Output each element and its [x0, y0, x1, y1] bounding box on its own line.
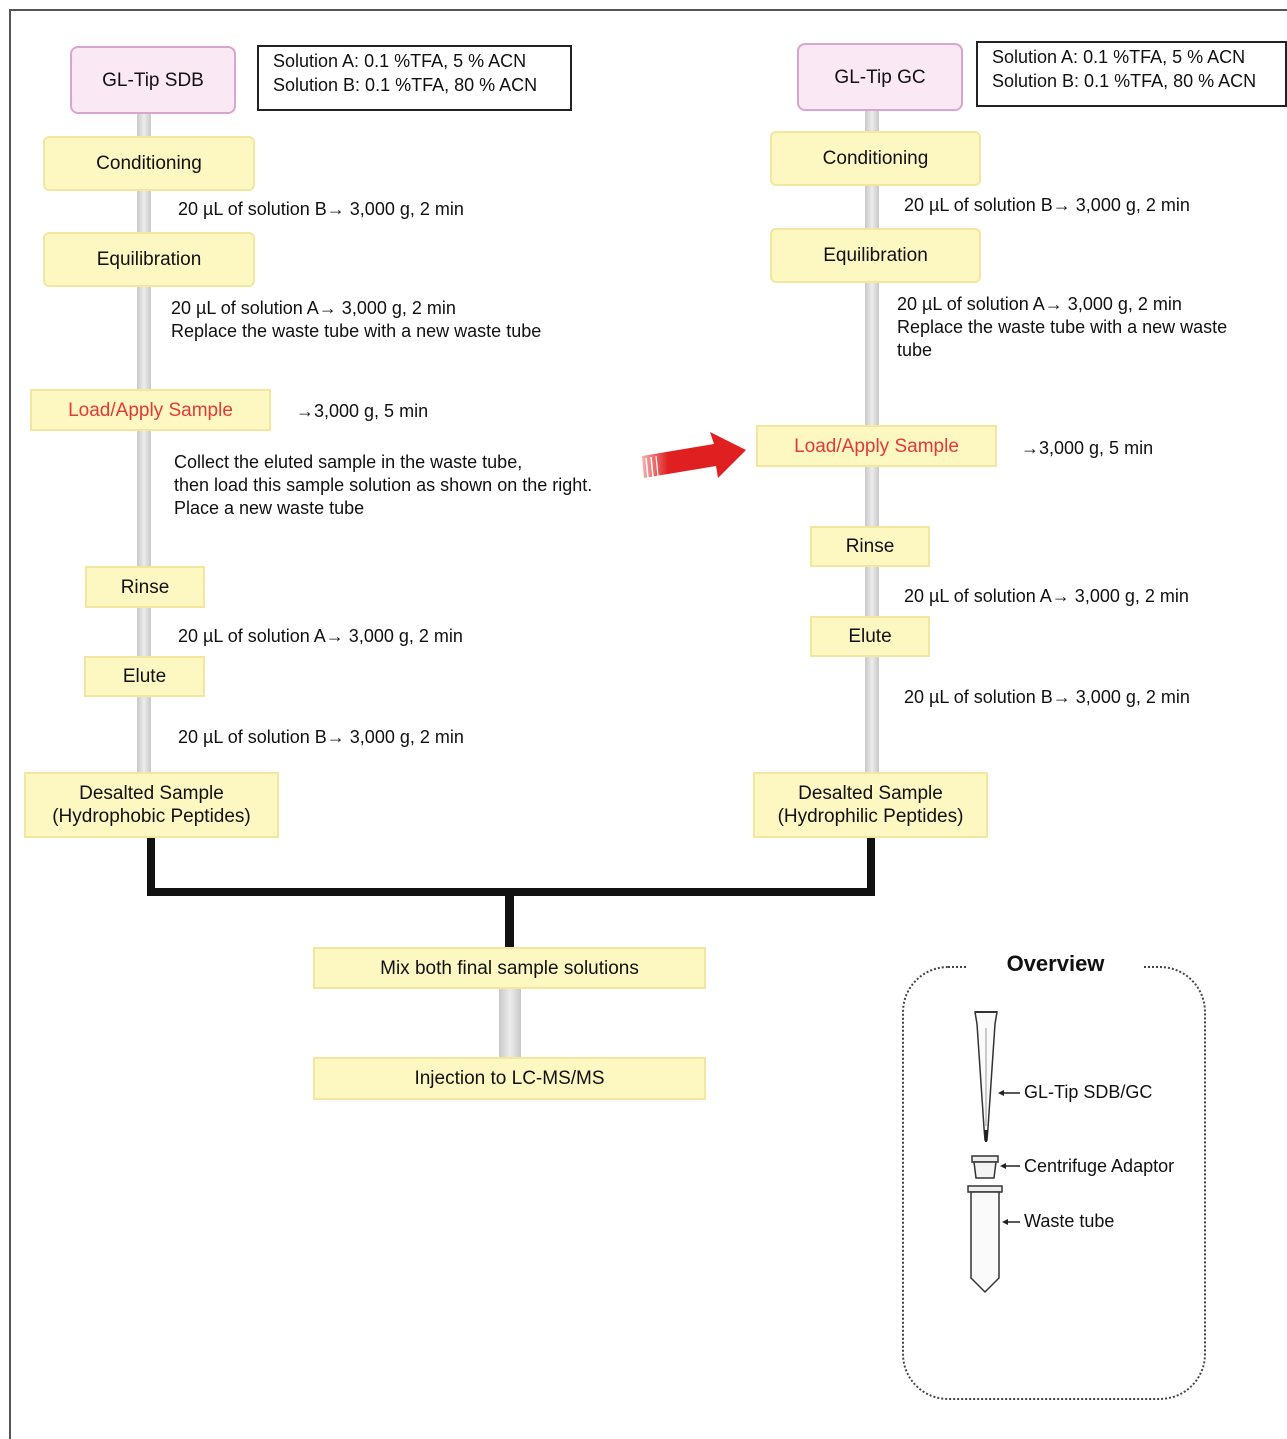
left-load-note: →3,000 g, 5 min: [296, 401, 429, 421]
left-elute-box: Elute: [84, 656, 205, 697]
tip-pointer-icon: [998, 1090, 1020, 1096]
overview-waste-label: Waste tube: [1024, 1211, 1115, 1231]
right-tip-box: GL-Tip GC: [797, 43, 963, 111]
left-elute-label: Elute: [122, 666, 167, 687]
overview-adaptor-label: Centrifuge Adaptor: [1024, 1156, 1175, 1176]
left-collect-note-1: Collect the eluted sample in the waste t…: [174, 452, 523, 472]
left-conditioning-label: Conditioning: [96, 153, 202, 174]
right-load-box: Load/Apply Sample: [756, 425, 997, 467]
right-rinse-note: 20 µL of solution A→ 3,000 g, 2 min: [904, 586, 1189, 606]
left-rinse-box: Rinse: [85, 566, 205, 608]
left-collect-note-2: then load this sample solution as shown …: [174, 475, 593, 495]
right-equilibration-note-2: Replace the waste tube with a new waste: [897, 317, 1228, 337]
right-desalted-label-2: (Hydrophilic Peptides): [777, 806, 964, 827]
left-collect-note-3: Place a new waste tube: [174, 498, 365, 518]
left-elute-note: 20 µL of solution B→ 3,000 g, 2 min: [178, 727, 464, 747]
left-load-box: Load/Apply Sample: [30, 389, 271, 431]
left-solutions-box: Solution A: 0.1 %TFA, 5 % ACN Solution B…: [257, 45, 572, 111]
overview-tip-label: GL-Tip SDB/GC: [1024, 1082, 1153, 1102]
left-equilibration-label: Equilibration: [96, 249, 202, 270]
left-rinse-label: Rinse: [120, 576, 170, 598]
right-elute-note: 20 µL of solution B→ 3,000 g, 2 min: [904, 687, 1190, 707]
right-solution-b: Solution B: 0.1 %TFA, 80 % ACN: [992, 71, 1257, 91]
left-equilibration-note-1: 20 µL of solution A→ 3,000 g, 2 min: [171, 298, 456, 318]
right-equilibration-note-1: 20 µL of solution A→ 3,000 g, 2 min: [897, 294, 1182, 314]
mix-to-injection-bar: [499, 989, 521, 1057]
overview-title: Overview: [968, 950, 1143, 978]
right-tip-label: GL-Tip GC: [834, 66, 926, 88]
right-solution-a: Solution A: 0.1 %TFA, 5 % ACN: [992, 47, 1246, 67]
left-desalted-label-2: (Hydrophobic Peptides): [52, 806, 251, 827]
left-solution-b: Solution B: 0.1 %TFA, 80 % ACN: [273, 75, 538, 95]
right-elute-label: Elute: [848, 626, 892, 647]
right-conditioning-label: Conditioning: [822, 148, 929, 169]
left-merge-vertical: [147, 838, 155, 896]
left-tip-box: GL-Tip SDB: [70, 46, 236, 114]
right-load-note: →3,000 g, 5 min: [1021, 438, 1154, 458]
left-load-label: Load/Apply Sample: [68, 399, 233, 421]
left-conditioning-box: Conditioning: [43, 136, 255, 191]
left-tip-label: GL-Tip SDB: [102, 69, 204, 91]
right-desalted-box: Desalted Sample (Hydrophilic Peptides): [753, 772, 988, 838]
left-equilibration-box: Equilibration: [43, 232, 255, 287]
right-rinse-label: Rinse: [845, 536, 895, 557]
right-load-label: Load/Apply Sample: [794, 435, 959, 457]
right-equilibration-label: Equilibration: [823, 245, 928, 266]
mix-box: Mix both final sample solutions: [313, 947, 706, 989]
right-rinse-box: Rinse: [810, 526, 930, 567]
waste-pointer-icon: [1002, 1219, 1020, 1225]
right-conditioning-note: 20 µL of solution B→ 3,000 g, 2 min: [904, 195, 1190, 215]
right-equilibration-note-3: tube: [897, 340, 933, 360]
left-solution-a: Solution A: 0.1 %TFA, 5 % ACN: [273, 51, 527, 71]
right-desalted-label-1: Desalted Sample: [798, 783, 943, 804]
adaptor-pointer-icon: [1000, 1163, 1020, 1169]
right-elute-box: Elute: [810, 616, 930, 657]
left-desalted-box: Desalted Sample (Hydrophobic Peptides): [24, 772, 279, 838]
injection-label: Injection to LC-MS/MS: [414, 1068, 605, 1089]
merge-down: [505, 888, 514, 948]
mix-label: Mix both final sample solutions: [380, 957, 639, 979]
left-equilibration-note-2: Replace the waste tube with a new waste …: [171, 321, 542, 341]
tip-illustration-icon: [967, 1011, 1003, 1294]
right-solutions-box: Solution A: 0.1 %TFA, 5 % ACN Solution B…: [976, 41, 1287, 107]
right-equilibration-box: Equilibration: [770, 228, 981, 283]
overview-panel: [902, 966, 1206, 1400]
transfer-arrow-icon: [642, 432, 746, 479]
left-rinse-note: 20 µL of solution A→ 3,000 g, 2 min: [178, 626, 463, 646]
left-desalted-label-1: Desalted Sample: [79, 783, 224, 804]
right-conditioning-box: Conditioning: [770, 131, 981, 186]
left-conditioning-note: 20 µL of solution B→ 3,000 g, 2 min: [178, 199, 464, 219]
right-merge-vertical: [867, 838, 875, 896]
figure-frame: [9, 9, 1287, 1439]
injection-box: Injection to LC-MS/MS: [313, 1057, 706, 1100]
